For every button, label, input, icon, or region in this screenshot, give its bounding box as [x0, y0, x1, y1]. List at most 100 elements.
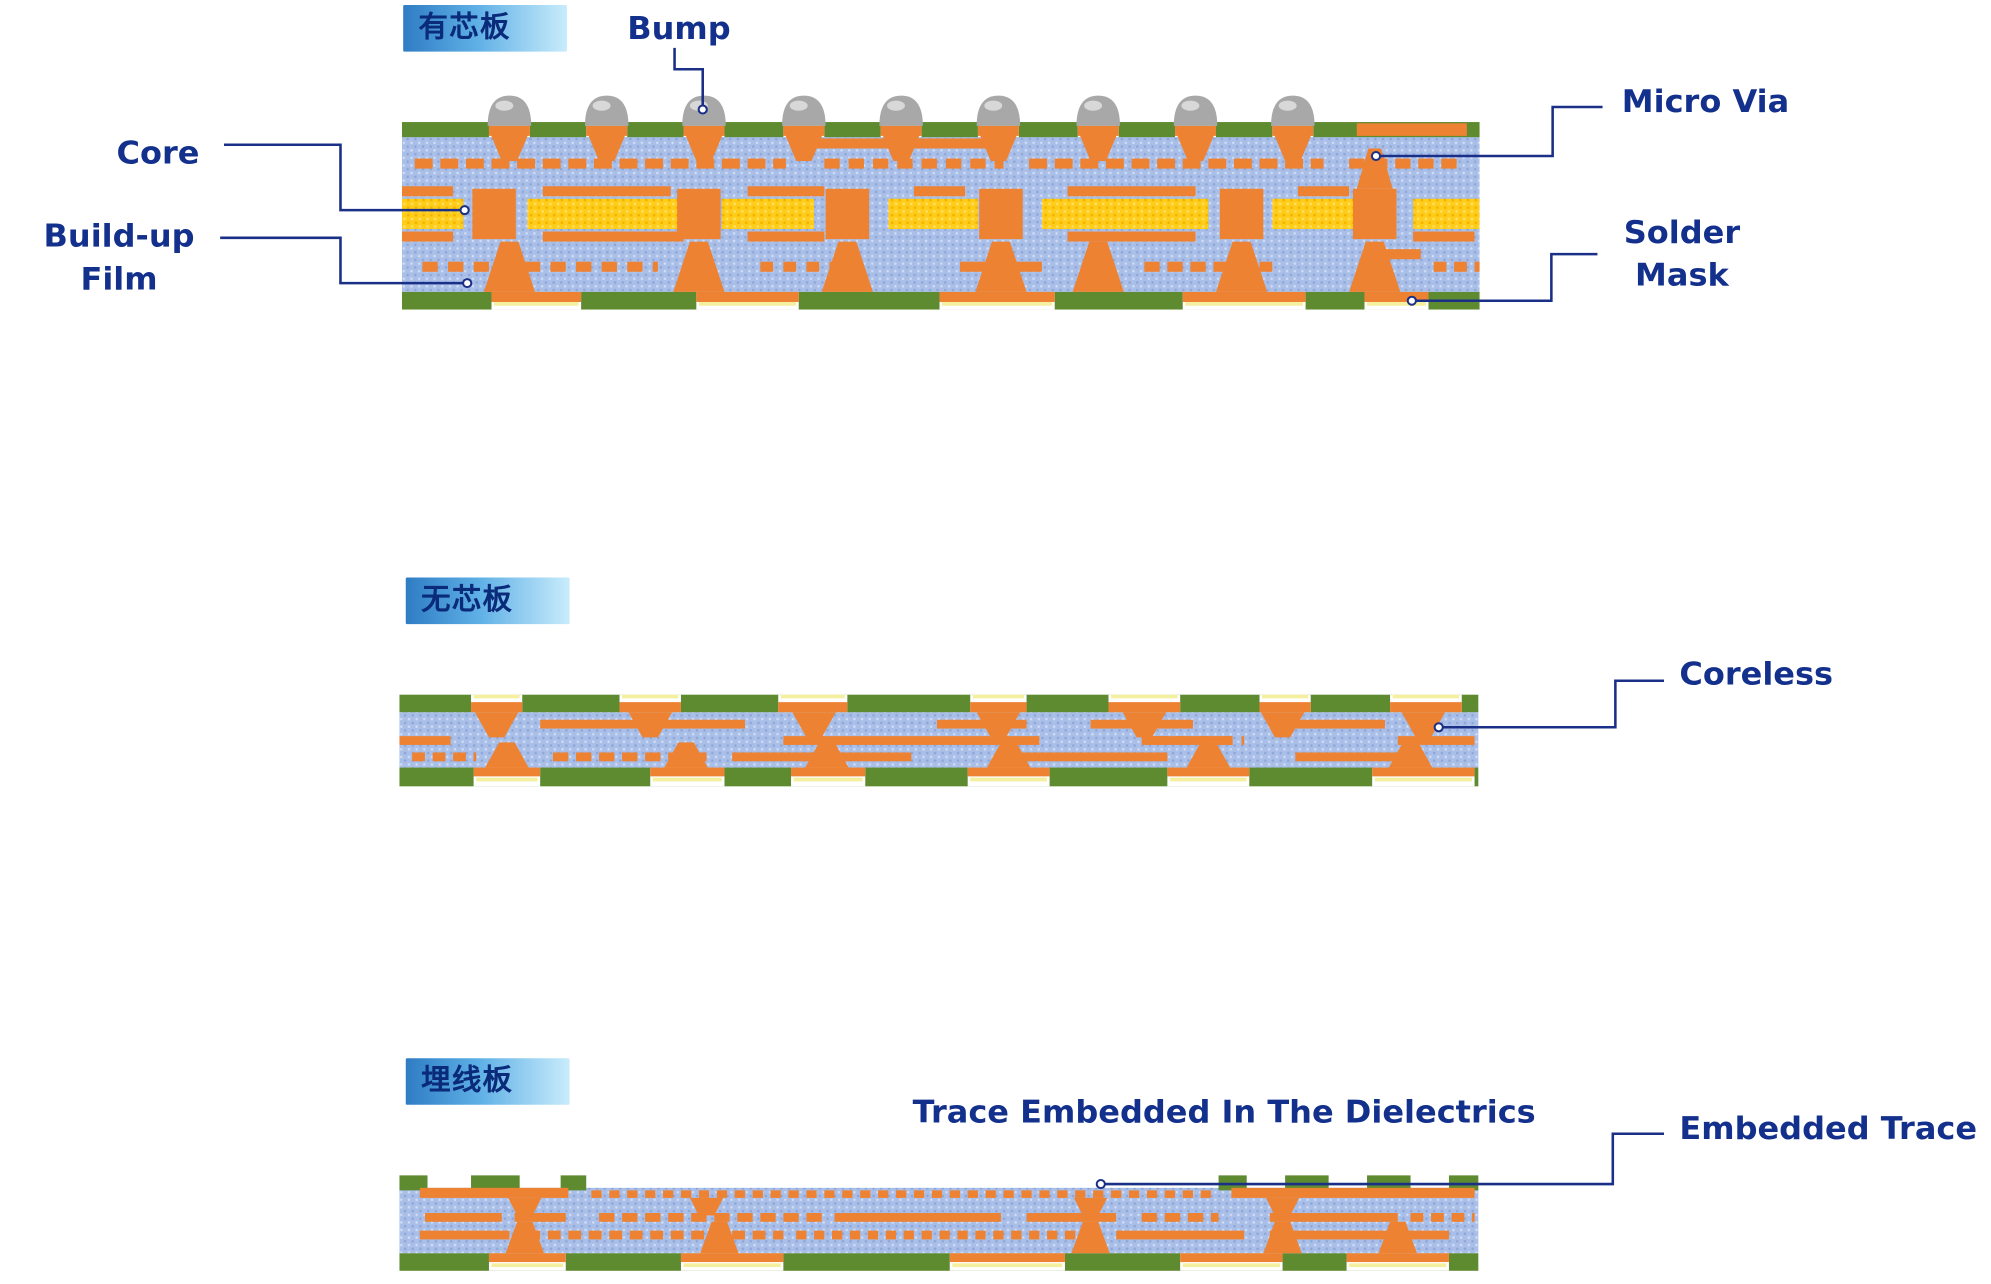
embedded-trace-segment [734, 1190, 745, 1198]
copper-trace-segment [599, 752, 615, 762]
solder-bump [682, 95, 726, 126]
copper-trace [1067, 186, 1196, 197]
copper-trace [1356, 123, 1467, 136]
copper-pad [683, 123, 725, 136]
copper-trace-segment [542, 158, 561, 169]
solder-bump-highlight [592, 100, 611, 111]
copper-trace-segment [547, 1230, 561, 1240]
copper-pad [680, 1253, 784, 1263]
copper-pad [1175, 123, 1216, 136]
micro-via [1072, 241, 1124, 292]
copper-trace-segment [422, 261, 438, 272]
copper-pad [471, 702, 523, 713]
copper-trace [1397, 736, 1475, 745]
copper-trace-segment [897, 158, 913, 169]
copper-pad [1272, 123, 1314, 136]
label-buildup-line1: Build-up [43, 217, 195, 255]
embedded-trace-segment [680, 1190, 692, 1198]
copper-pad [619, 702, 681, 713]
solder-bump [1076, 95, 1120, 126]
copper-trace-segment [747, 158, 766, 169]
copper-trace [1413, 231, 1475, 242]
embedded-trace-segment [860, 1190, 871, 1198]
copper-pad [650, 767, 725, 777]
micro-via [1122, 712, 1167, 738]
copper-trace-segment [1474, 261, 1480, 272]
copper-trace [542, 231, 684, 242]
embedded-trace-segment [1182, 1190, 1193, 1198]
copper-trace-segment [1011, 1230, 1022, 1240]
micro-via [1176, 133, 1215, 162]
copper-pad [939, 291, 1055, 302]
copper-trace-segment [552, 752, 569, 762]
micro-via [483, 241, 536, 292]
embedded-trace-segment [824, 1190, 835, 1198]
copper-trace-segment [670, 1230, 684, 1240]
copper-trace-segment [568, 158, 587, 169]
copper-trace [936, 719, 1027, 729]
micro-via [1073, 1197, 1108, 1216]
embedded-trace-segment [806, 1190, 817, 1198]
micro-via [1349, 241, 1401, 292]
copper-trace [747, 186, 825, 197]
section-tag-coreless: 无芯板 [405, 577, 570, 625]
solder-bump [1173, 95, 1218, 126]
solder-mask [399, 1175, 428, 1191]
micro-via [1263, 1221, 1302, 1254]
copper-pad [473, 767, 541, 777]
copper-trace-segment [440, 158, 459, 169]
surface-finish [1185, 301, 1304, 306]
micro-via [1388, 742, 1433, 768]
solder-bump-highlight [1181, 100, 1200, 111]
copper-trace [1269, 1213, 1398, 1222]
copper-trace-segment [885, 1230, 896, 1240]
copper-pad [488, 1253, 566, 1263]
copper-trace-segment [1233, 158, 1252, 169]
copper-trace-segment [1190, 261, 1206, 272]
label-trace-embedded: Trace Embedded In The Dielectrics [912, 1093, 1536, 1130]
copper-trace-segment [721, 158, 740, 169]
copper-trace [514, 1213, 566, 1222]
copper-trace-segment [1395, 158, 1411, 169]
embedded-trace-segment [1039, 1190, 1050, 1198]
label-embedded-trace: Embedded Trace [1679, 1109, 1978, 1147]
copper-trace-segment [1441, 158, 1457, 169]
copper-trace [834, 1213, 1001, 1222]
solder-bump-highlight [689, 100, 708, 111]
copper-trace-segment [1418, 158, 1434, 169]
solder-bump-highlight [789, 100, 808, 111]
micro-via [474, 712, 519, 738]
surface-finish [780, 694, 845, 699]
copper-trace-segment [650, 1230, 664, 1240]
embedded-trace-segment [716, 1190, 728, 1198]
embedded-trace-segment [1021, 1190, 1032, 1198]
copper-trace [1026, 1213, 1117, 1222]
micro-via [700, 1221, 739, 1254]
copper-pad [1372, 767, 1475, 777]
copper-trace-segment [619, 158, 638, 169]
copper-trace-segment [1410, 1213, 1424, 1222]
copper-trace-segment [1259, 261, 1273, 272]
copper-trace-segment [1064, 1230, 1076, 1240]
solder-mask [560, 1175, 587, 1191]
section-tag-core: 有芯板 [403, 5, 568, 52]
copper-trace-segment [939, 1230, 950, 1240]
copper-trace-segment [1144, 261, 1160, 272]
surface-finish [473, 694, 520, 699]
copper-trace-segment [1176, 736, 1190, 745]
copper-trace-segment [714, 1213, 730, 1222]
micro-via [628, 712, 672, 738]
copper-trace-segment [814, 1230, 825, 1240]
copper-trace-segment [645, 752, 661, 762]
copper-trace-segment [645, 158, 664, 169]
copper-trace-segment [732, 1230, 745, 1240]
copper-trace-segment [752, 1230, 766, 1240]
copper-pad [977, 123, 1019, 136]
micro-via [1273, 133, 1312, 162]
copper-trace-segment [848, 158, 864, 169]
copper-trace-segment [970, 158, 986, 169]
copper-trace-segment [1080, 158, 1099, 169]
micro-via [1356, 148, 1393, 189]
embedded-trace-segment [788, 1190, 799, 1198]
surface-finish [494, 301, 579, 306]
